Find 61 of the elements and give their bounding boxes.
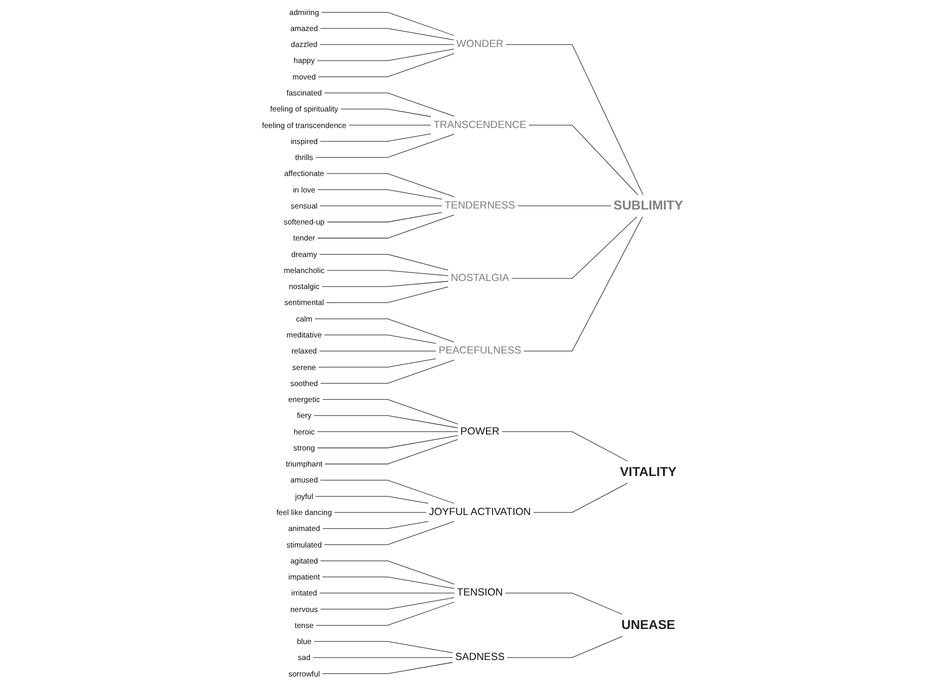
connector	[315, 496, 429, 504]
connector	[312, 657, 453, 658]
connector	[324, 439, 458, 464]
node-text: NOSTALGIA	[450, 272, 510, 284]
connector	[324, 334, 436, 344]
connector	[348, 124, 432, 126]
connector	[340, 108, 432, 117]
connector	[317, 214, 454, 238]
node-text: SUBLIMITY	[613, 198, 684, 213]
connector	[320, 560, 455, 584]
node-text: TENSION	[456, 587, 503, 598]
connector	[322, 280, 448, 287]
connector	[318, 53, 454, 78]
connector	[316, 602, 455, 626]
connector	[322, 399, 458, 424]
connector	[326, 212, 442, 222]
connector	[320, 597, 455, 610]
node-text: SADNESS	[455, 652, 505, 663]
node-text: TRANSCENDENCE	[433, 119, 526, 130]
connector	[528, 124, 638, 196]
connector	[533, 482, 628, 513]
connector	[321, 12, 454, 36]
connector	[524, 216, 643, 352]
node-text: WONDER	[456, 38, 504, 50]
connector	[314, 318, 454, 342]
connector	[320, 360, 454, 384]
connector	[322, 576, 455, 589]
connector	[506, 44, 644, 196]
connector	[318, 189, 442, 200]
node-text: JOYFUL ACTIVATION	[428, 506, 531, 518]
connector	[319, 592, 455, 594]
connector	[324, 521, 454, 545]
connector	[314, 641, 453, 654]
node-text: POWER	[460, 426, 500, 437]
connector	[326, 286, 448, 303]
connector	[316, 431, 458, 432]
connector	[322, 662, 453, 674]
connector	[317, 435, 458, 448]
connector	[316, 48, 454, 61]
connector	[326, 173, 454, 198]
node-text: VITALITY	[620, 464, 676, 480]
connector	[511, 216, 638, 279]
node-text: PEACEFULNESS	[438, 345, 522, 356]
connector	[320, 44, 454, 45]
connector	[326, 270, 448, 276]
connector	[315, 134, 454, 158]
connector	[505, 592, 623, 615]
connector	[506, 636, 623, 658]
connector	[320, 480, 454, 504]
connector	[320, 133, 432, 142]
connector	[314, 415, 458, 428]
node-text: TENDERNESS	[444, 200, 516, 212]
connector	[334, 512, 427, 513]
connector	[319, 254, 448, 270]
connector	[318, 358, 436, 368]
node-text: UNEASE	[621, 618, 676, 632]
connector	[319, 350, 436, 352]
connector	[320, 28, 454, 40]
connector	[324, 92, 454, 116]
connector	[322, 521, 429, 529]
connector	[502, 431, 628, 462]
